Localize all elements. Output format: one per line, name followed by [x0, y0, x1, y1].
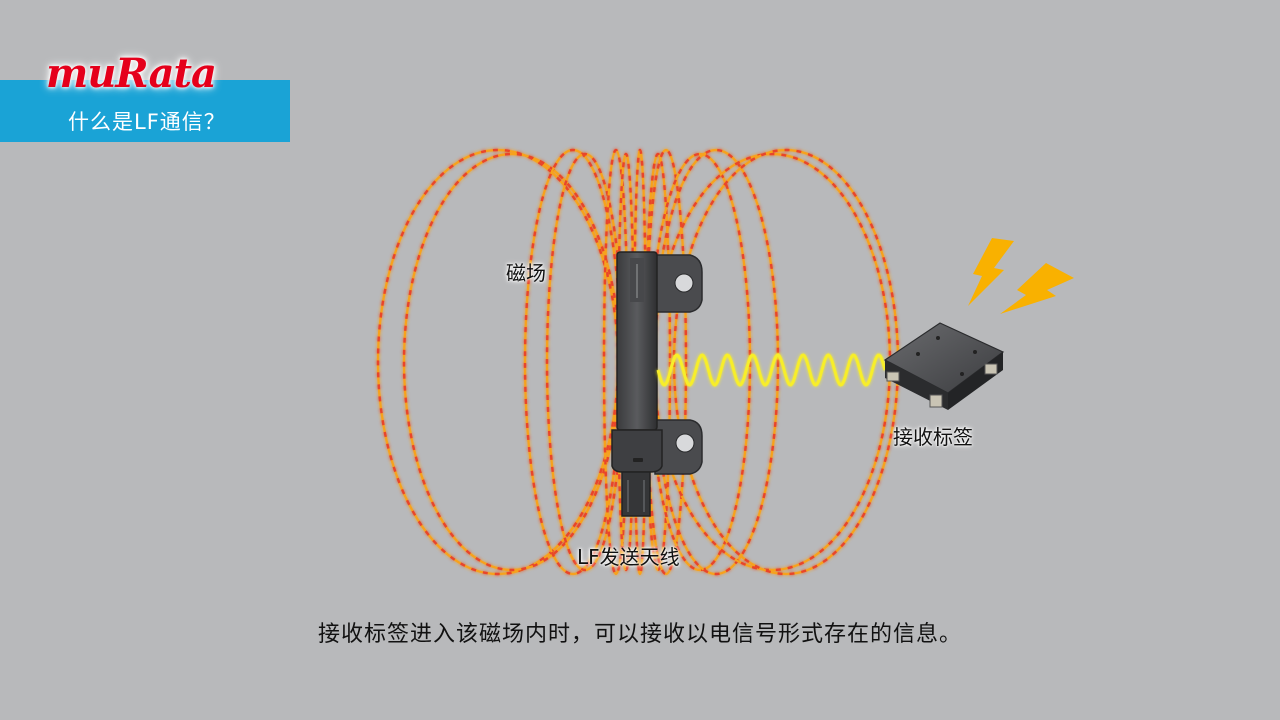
field-loop: [652, 152, 892, 572]
lf-antenna-label: LF发送天线: [577, 545, 680, 569]
caption-text: 接收标签进入该磁场内时，可以接收以电信号形式存在的信息。: [317, 622, 962, 647]
signal-wave: [656, 353, 887, 387]
murata-logo: muRata: [46, 50, 217, 97]
field-loop: [402, 152, 622, 572]
field-loop: [644, 148, 688, 576]
field-loop: [376, 148, 620, 576]
magnetic-field-label: 磁场: [506, 261, 546, 285]
field-loop: [644, 152, 672, 572]
field-loop: [652, 148, 780, 576]
lf-antenna: [611, 251, 703, 517]
receiver-tag-label: 接收标签: [893, 425, 973, 449]
page-subtitle: 什么是LF通信？: [68, 110, 226, 134]
receiver-tag: [883, 322, 1005, 410]
title-banner: [0, 80, 290, 142]
field-loop: [652, 152, 892, 572]
field-loop: [402, 152, 622, 572]
title-banner-tab: [278, 88, 290, 138]
field-loop: [376, 148, 620, 576]
lightning-bolt-icon: [968, 238, 1074, 314]
